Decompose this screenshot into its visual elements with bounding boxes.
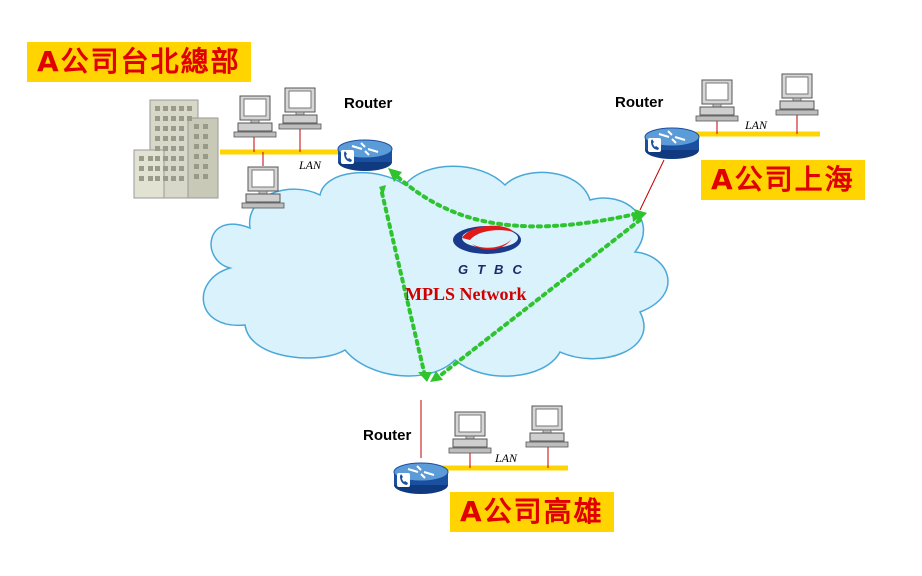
computer-icon (241, 166, 285, 209)
router-label-shanghai: Router (615, 94, 664, 111)
gtbc-brand-text: GTBC (458, 262, 531, 277)
link-hq-kaohsiung (380, 191, 427, 378)
computer-icon (278, 87, 322, 130)
router-icon (337, 139, 393, 172)
router-icon (644, 127, 700, 160)
computer-icon (695, 79, 739, 122)
hq-lan (220, 126, 352, 166)
site-label-shanghai: A公司上海 (701, 160, 865, 200)
mpls-links (380, 170, 642, 380)
lan-label-shanghai: LAN (745, 118, 768, 132)
router-icon (393, 462, 449, 495)
link-shanghai-kaohsiung (435, 218, 642, 380)
mpls-cloud (202, 165, 669, 377)
gtbc-logo (453, 225, 521, 254)
router-label-hq: Router (344, 95, 393, 112)
router-label-kaohsiung: Router (363, 427, 412, 444)
lan-label-hq: LAN (299, 158, 322, 172)
lan-label-kaohsiung: LAN (495, 451, 518, 465)
shanghai-lan (639, 112, 820, 211)
building-icon (133, 99, 219, 199)
mpls-network-label: MPLS Network (405, 284, 527, 304)
site-label-kaohsiung: A公司高雄 (450, 492, 614, 532)
computer-icon (233, 95, 277, 138)
link-hq-shanghai (390, 170, 642, 229)
computer-icon (525, 405, 569, 448)
link-arrowheads (379, 168, 647, 382)
computer-icon (775, 73, 819, 116)
site-label-hq: A公司台北總部 (27, 42, 251, 82)
computer-icon (448, 411, 492, 454)
